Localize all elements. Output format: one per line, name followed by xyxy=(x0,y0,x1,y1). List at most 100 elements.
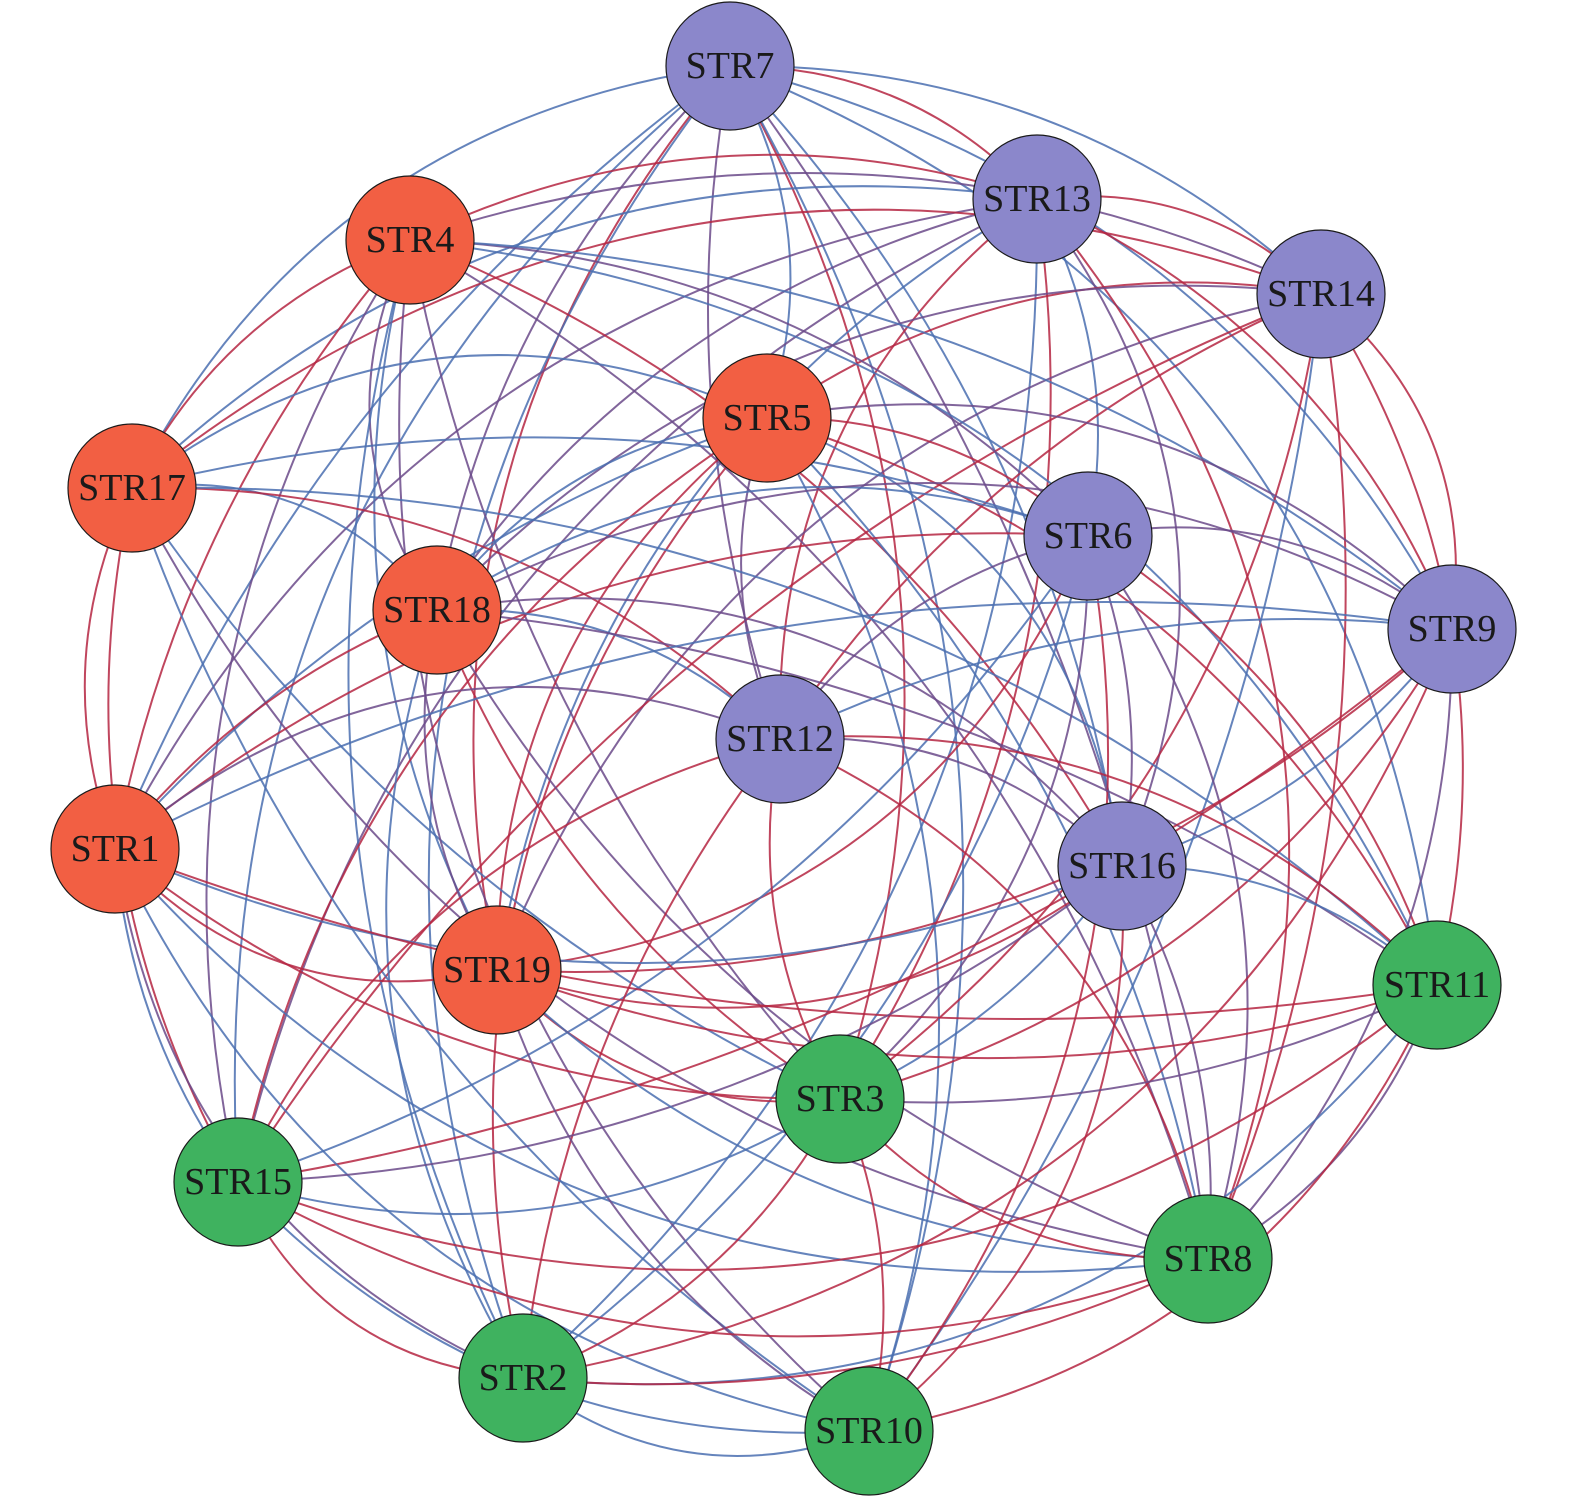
node-str12: STR12 xyxy=(715,674,845,804)
edge-str13-str12 xyxy=(778,198,1038,740)
node-circle xyxy=(715,674,845,804)
edge-str13-str8 xyxy=(1036,198,1291,1260)
node-str11: STR11 xyxy=(1372,920,1502,1050)
node-circle xyxy=(432,905,562,1035)
edge-str13-str15 xyxy=(237,198,1038,1183)
edge-str7-str18 xyxy=(436,65,731,611)
edge-str5-str8 xyxy=(766,417,1209,1260)
node-label: STR13 xyxy=(983,178,1091,220)
node-str13: STR13 xyxy=(972,134,1102,264)
edge-str18-str11 xyxy=(436,609,1438,986)
edge-str12-str15 xyxy=(237,738,781,1183)
node-label: STR9 xyxy=(1408,608,1497,650)
edge-str7-str3 xyxy=(729,65,906,1100)
edge-str5-str16 xyxy=(766,417,1123,867)
edge-str4-str3 xyxy=(409,239,841,1100)
edge-str6-str18 xyxy=(436,485,1089,611)
edge-str6-str2 xyxy=(522,535,1089,1379)
edge-str9-str2 xyxy=(522,628,1453,1379)
node-str14: STR14 xyxy=(1256,229,1386,359)
node-str1: STR1 xyxy=(50,784,180,914)
edge-str9-str1 xyxy=(114,601,1453,850)
edge-str16-str10 xyxy=(868,865,1125,1432)
edge-str1-str10 xyxy=(114,848,870,1432)
edge-str13-str17 xyxy=(131,185,1038,489)
edge-str17-str3 xyxy=(131,487,841,1100)
node-label: STR6 xyxy=(1044,515,1133,557)
edge-str14-str12 xyxy=(779,293,1322,740)
edge-str18-str9 xyxy=(436,482,1453,630)
node-circle xyxy=(67,423,197,553)
node-label: STR15 xyxy=(184,1161,292,1203)
edge-str1-str11 xyxy=(114,848,1438,1020)
edge-str14-str15 xyxy=(237,293,1322,1183)
node-label: STR1 xyxy=(71,828,160,870)
edge-str4-str8 xyxy=(409,239,1209,1260)
edge-str4-str15 xyxy=(205,239,411,1183)
edge-str13-str19 xyxy=(496,198,1038,971)
edge-str4-str1 xyxy=(114,239,411,850)
node-str18: STR18 xyxy=(372,545,502,675)
node-str6: STR6 xyxy=(1023,471,1153,601)
edge-str17-str11 xyxy=(131,486,1438,986)
edge-str12-str1 xyxy=(114,685,781,850)
node-label: STR2 xyxy=(479,1357,568,1399)
node-circle xyxy=(1023,471,1153,601)
edge-str5-str2 xyxy=(491,417,768,1379)
edge-str11-str15 xyxy=(237,984,1438,1271)
node-circle xyxy=(1372,920,1502,1050)
edge-str7-str10 xyxy=(729,65,965,1432)
edge-str19-str8 xyxy=(496,969,1209,1260)
node-label: STR4 xyxy=(366,219,455,261)
edge-str19-str11 xyxy=(496,969,1438,1060)
edge-str5-str17 xyxy=(131,354,768,489)
node-label: STR7 xyxy=(686,45,775,87)
edge-str14-str5 xyxy=(766,281,1322,419)
edge-str1-str3 xyxy=(114,848,841,1101)
edge-str13-str2 xyxy=(522,198,1039,1379)
edge-str7-str9 xyxy=(729,65,1453,630)
node-label: STR12 xyxy=(726,718,834,760)
edge-str7-str16 xyxy=(729,65,1123,867)
node-label: STR17 xyxy=(78,467,186,509)
edge-str19-str10 xyxy=(496,969,870,1432)
node-str2: STR2 xyxy=(458,1313,588,1443)
edge-str6-str10 xyxy=(868,535,1110,1432)
node-str7: STR7 xyxy=(665,1,795,131)
edge-str16-str15 xyxy=(237,865,1123,1183)
node-circle xyxy=(173,1117,303,1247)
edge-str7-str8 xyxy=(729,65,1209,1260)
node-circle xyxy=(50,784,180,914)
edge-str17-str6 xyxy=(131,436,1089,537)
edge-str8-str2 xyxy=(522,1258,1209,1386)
edge-str1-str16 xyxy=(114,848,1123,965)
node-str8: STR8 xyxy=(1143,1194,1273,1324)
edge-str4-str9 xyxy=(409,239,1453,630)
edge-str17-str12 xyxy=(131,486,781,740)
edge-str7-str1 xyxy=(114,65,731,850)
node-label: STR19 xyxy=(443,949,551,991)
node-circle xyxy=(372,545,502,675)
edge-str13-str9 xyxy=(1036,198,1453,630)
edge-str13-str18 xyxy=(436,198,1038,611)
edge-str4-str10 xyxy=(398,239,870,1432)
edge-str14-str8 xyxy=(1207,293,1347,1260)
node-str16: STR16 xyxy=(1057,801,1187,931)
edge-str4-str16 xyxy=(409,239,1123,867)
edge-str9-str15 xyxy=(237,628,1453,1183)
node-label: STR14 xyxy=(1267,273,1375,315)
edge-str14-str4 xyxy=(409,171,1322,295)
edge-str18-str16 xyxy=(436,597,1123,867)
edge-str14-str3 xyxy=(839,293,1322,1100)
node-label: STR16 xyxy=(1068,845,1176,887)
edge-str3-str15 xyxy=(237,1098,841,1216)
edge-str15-str8 xyxy=(237,1181,1209,1338)
edge-str7-str19 xyxy=(472,65,731,971)
node-label: STR10 xyxy=(815,1410,923,1452)
edge-str13-str4 xyxy=(409,153,1038,241)
edge-str11-str2 xyxy=(522,984,1438,1386)
node-label: STR3 xyxy=(796,1078,885,1120)
node-circle xyxy=(972,134,1102,264)
